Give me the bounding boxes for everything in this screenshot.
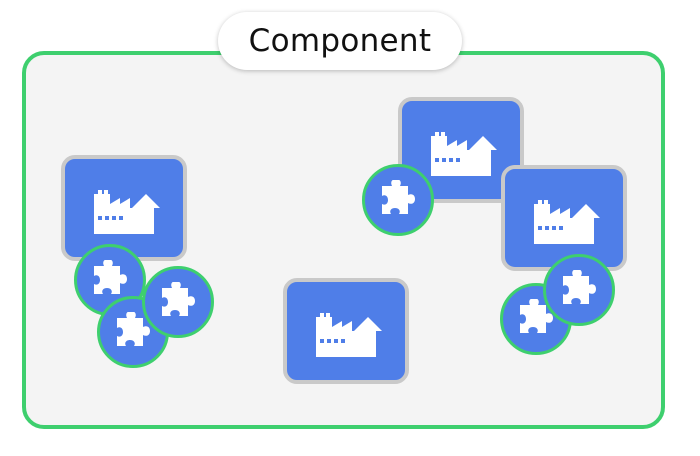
plugin-node-left-3[interactable] (142, 266, 214, 338)
plugin-node-top-right[interactable] (362, 164, 434, 236)
puzzle-piece-icon (559, 270, 599, 310)
factory-icon (528, 196, 600, 246)
factory-node-left[interactable] (61, 155, 187, 261)
factory-icon (425, 128, 497, 178)
factory-icon (88, 186, 160, 236)
component-title: Component (218, 12, 462, 70)
puzzle-piece-icon (90, 260, 130, 300)
plugin-node-right-2[interactable] (543, 254, 615, 326)
puzzle-piece-icon (378, 180, 418, 220)
puzzle-piece-icon (158, 282, 198, 322)
factory-icon (310, 309, 382, 359)
factory-node-right[interactable] (501, 165, 627, 271)
factory-node-center[interactable] (283, 278, 409, 384)
